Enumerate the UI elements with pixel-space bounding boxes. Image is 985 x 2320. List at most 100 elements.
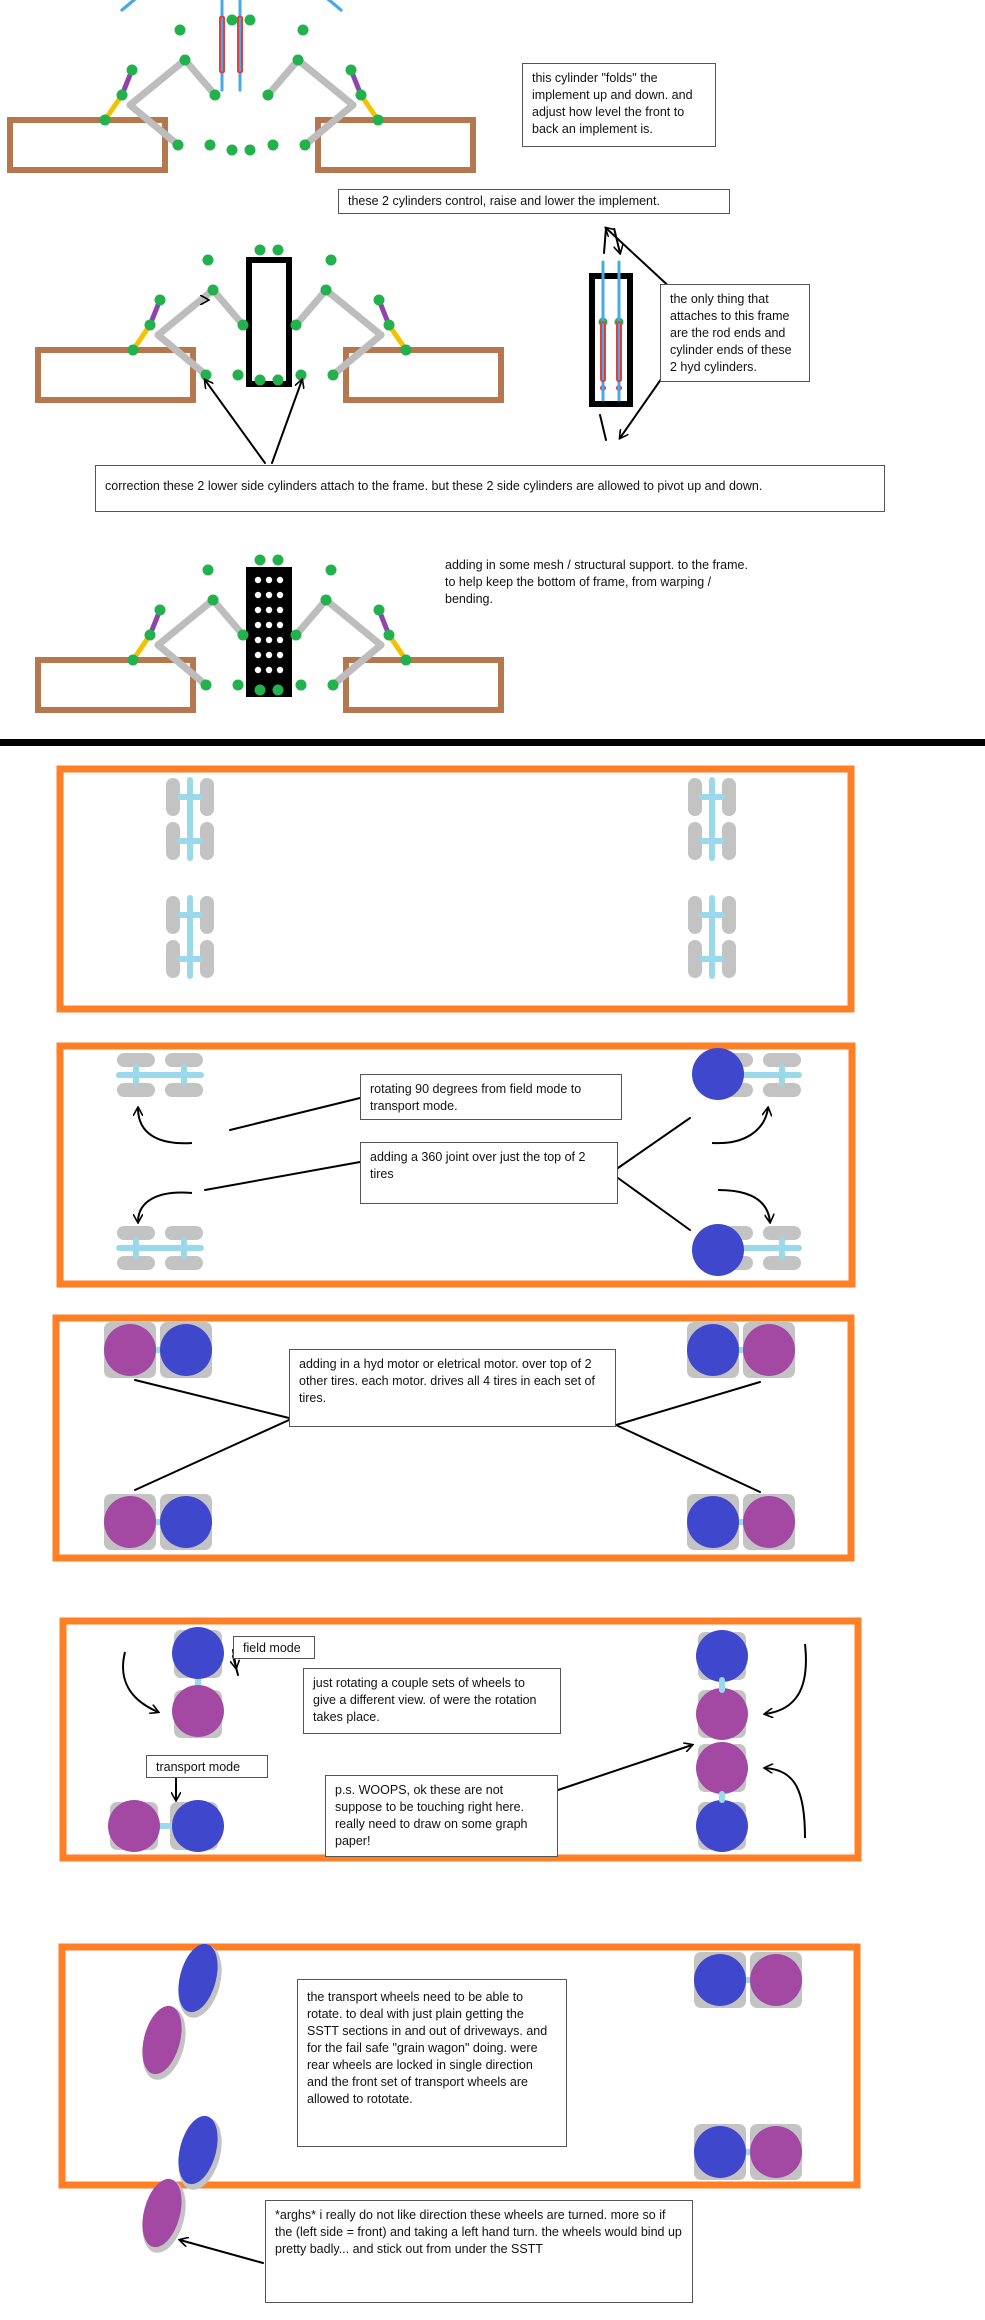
pivot-joint [204,139,216,151]
note-line [229,1097,361,1131]
wheel [687,1324,739,1376]
tire [688,822,702,860]
mesh-hole [265,606,273,614]
note-line [617,1177,691,1231]
note-raise-cylinders: these 2 cylinders control, raise and low… [338,189,730,214]
arrow-stub-2 [613,227,620,253]
wheel [178,2115,218,2185]
frame-link [181,56,219,99]
tire [166,778,180,816]
side-cylinder-left-upper [120,0,137,12]
tilted-wheel-purple-bottom [142,2178,186,2253]
wheel [142,2178,182,2248]
wheel [160,1496,212,1548]
pivot-joint [254,374,266,386]
note-line [615,1424,761,1493]
frame-link [154,596,217,649]
wheel [160,1324,212,1376]
wheel [687,1496,739,1548]
mesh-hole [254,576,262,584]
section-divider [0,739,985,746]
arrow-stub [599,414,607,441]
mesh-hole [254,591,262,599]
curve-arrow-br [717,1189,770,1222]
pivot-joint [232,679,244,691]
frame-link [264,56,302,99]
mesh-hole [276,651,284,659]
pivot-joint [295,369,307,381]
mesh-hole [254,606,262,614]
tire [763,1256,801,1270]
note-rotating-couple: just rotating a couple sets of wheels to… [303,1668,561,1734]
pivot-joint [320,594,332,606]
tire [722,778,736,816]
tire [722,896,736,934]
arrow-correction-right [271,380,302,464]
wheel [178,1943,218,2013]
frame-link [126,101,182,149]
pivot-joint [200,369,212,381]
wheel [694,1954,746,2006]
tire [166,896,180,934]
tire [722,940,736,978]
center-frame [246,567,292,697]
rotating-wheels-left [108,1627,224,1852]
pivot-joint [383,629,395,641]
note-line [204,1161,361,1191]
blue-wheel-motor [692,1048,744,1100]
tire [117,1226,155,1240]
pivot-joint [355,89,367,101]
pivot-joint [237,319,249,331]
wheel [696,1630,748,1682]
frame-link [322,286,385,339]
wheel [104,1496,156,1548]
tire [763,1226,801,1240]
frame-link [301,101,357,149]
cylinder-rod [326,0,343,12]
tire [117,1053,155,1067]
tire [200,778,214,816]
wheel [743,1496,795,1548]
mesh-hole [254,636,262,644]
mesh-hole [265,591,273,599]
pivot-joint [254,244,266,256]
tire [722,822,736,860]
pivot-joint [144,629,156,641]
frame-link [154,286,217,339]
tire-set-vertical [166,777,214,861]
pivot-joint [299,139,311,151]
pivot-joint [209,89,221,101]
tilted-wheel-purple-top [142,2005,186,2080]
arrow-from-note-low [620,374,665,438]
pivot-joint [383,319,395,331]
assembly-unframed [7,14,476,173]
pivot-joint [272,554,284,566]
rotating-wheels-right [696,1630,748,1852]
wheel-pair-5-top [694,1952,802,2008]
arrow-argh [180,2240,264,2264]
implement-left [35,657,196,713]
mesh-hole [265,621,273,629]
tire [165,1256,203,1270]
tire [165,1053,203,1067]
tire [166,940,180,978]
curve-arrow-tr [711,1108,768,1145]
pivot-joint [244,14,256,26]
implement-left [35,347,196,403]
mesh-hole [254,621,262,629]
tire [688,778,702,816]
tire [763,1053,801,1067]
tire [688,896,702,934]
note-frame-attach: the only thing that attaches to this fra… [660,284,810,382]
mesh-hole [276,621,284,629]
note-line [615,1381,761,1426]
wheel-pair-tr [687,1322,795,1378]
blue-wheel-motor [692,1224,744,1276]
tire [200,822,214,860]
pivot-joint [373,294,385,306]
note-correction: correction these 2 lower side cylinders … [95,465,885,512]
mesh-hole [276,636,284,644]
tire-set-vertical [688,895,736,979]
pivot-joint [200,679,212,691]
curve-arrow-field [122,1651,158,1712]
